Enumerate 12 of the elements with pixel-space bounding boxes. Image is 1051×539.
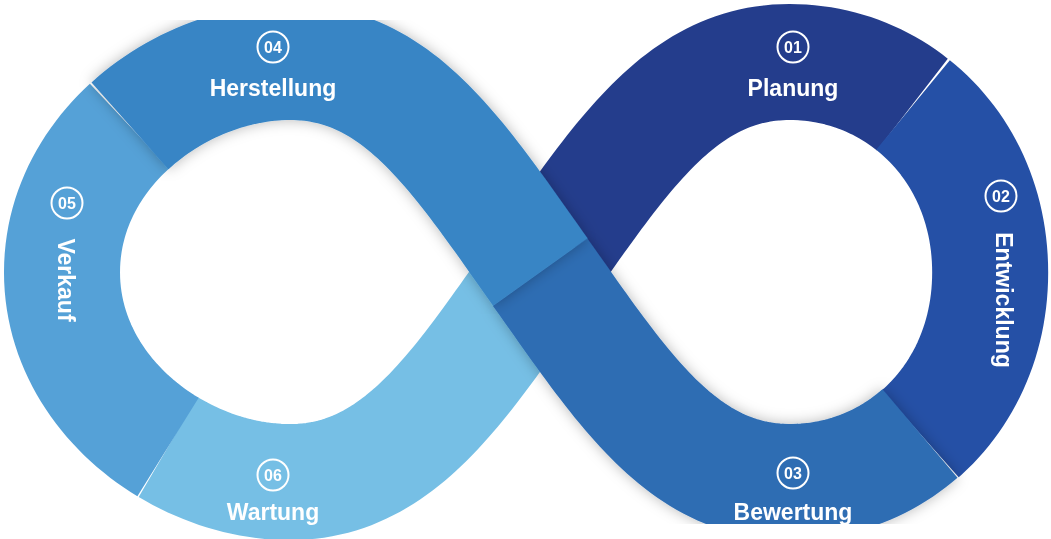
step-number: 04 bbox=[256, 30, 290, 64]
step-number: 05 bbox=[50, 186, 84, 220]
step-label: Entwicklung bbox=[991, 232, 1015, 368]
step-number: 02 bbox=[984, 179, 1018, 213]
step-number: 03 bbox=[776, 456, 810, 490]
step-number: 06 bbox=[256, 458, 290, 492]
step-number: 01 bbox=[776, 30, 810, 64]
step-label: Herstellung bbox=[209, 76, 337, 100]
step-label: Bewertung bbox=[733, 500, 853, 524]
step-label: Planung bbox=[747, 76, 839, 100]
step-label: Wartung bbox=[226, 500, 320, 524]
step-label: Verkauf bbox=[53, 238, 77, 322]
